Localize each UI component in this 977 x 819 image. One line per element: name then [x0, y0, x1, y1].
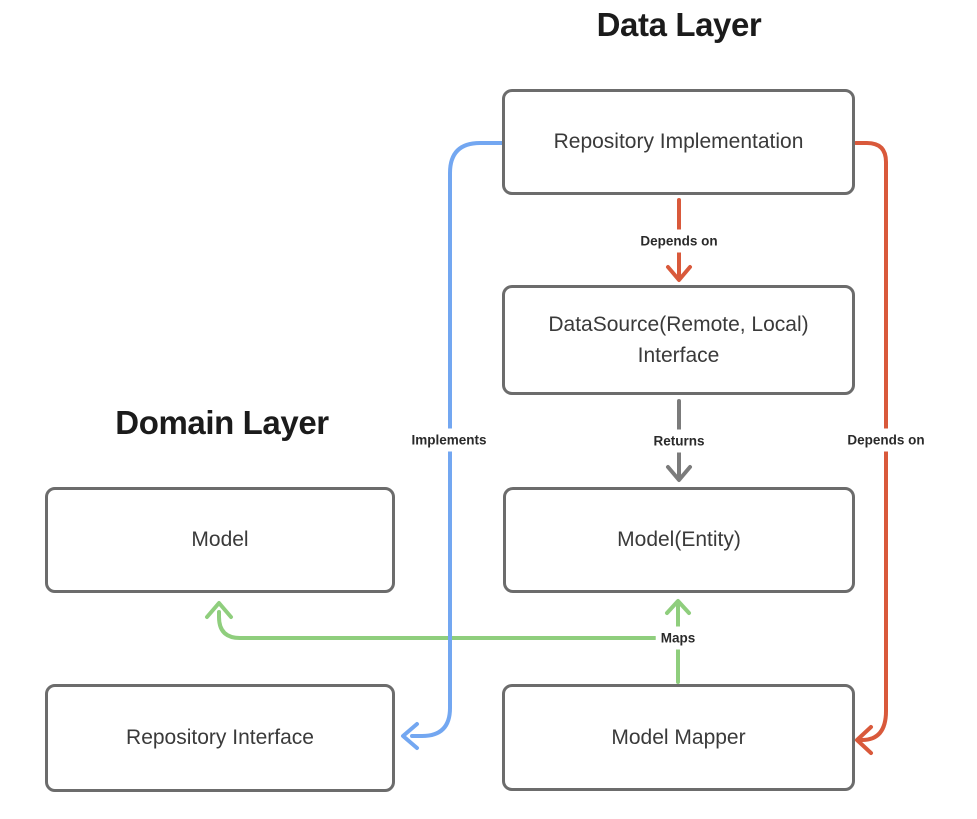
edge-label-depends-on-right: Depends on [842, 428, 930, 452]
node-datasource-interface: DataSource(Remote, Local) Interface [502, 285, 855, 395]
domain-layer-title: Domain Layer [115, 404, 329, 441]
edge-label-implements: Implements [406, 428, 492, 452]
node-model-entity-label: Model(Entity) [617, 528, 741, 552]
edge-label-returns: Returns [648, 429, 710, 453]
node-model-entity: Model(Entity) [503, 487, 855, 593]
node-model-label: Model [191, 528, 249, 552]
edge-maps-to-model-line [205, 601, 657, 640]
edge-label-maps: Maps [655, 626, 701, 650]
node-repository-implementation-label: Repository Implementation [553, 130, 804, 154]
node-repository-interface: Repository Interface [45, 684, 395, 792]
node-repository-interface-label: Repository Interface [126, 726, 314, 750]
data-layer-title: Data Layer [596, 6, 762, 43]
node-model-mapper-label: Model Mapper [611, 725, 746, 749]
node-model-mapper: Model Mapper [502, 684, 855, 791]
edge-label-depends-on-top: Depends on [635, 229, 723, 253]
node-datasource-interface-label-line2: Interface [637, 344, 720, 367]
node-model: Model [45, 487, 395, 593]
edge-depends-on-right-line [854, 141, 888, 755]
node-datasource-interface-label-line1: DataSource(Remote, Local) [548, 312, 809, 336]
node-repository-implementation: Repository Implementation [502, 89, 855, 195]
